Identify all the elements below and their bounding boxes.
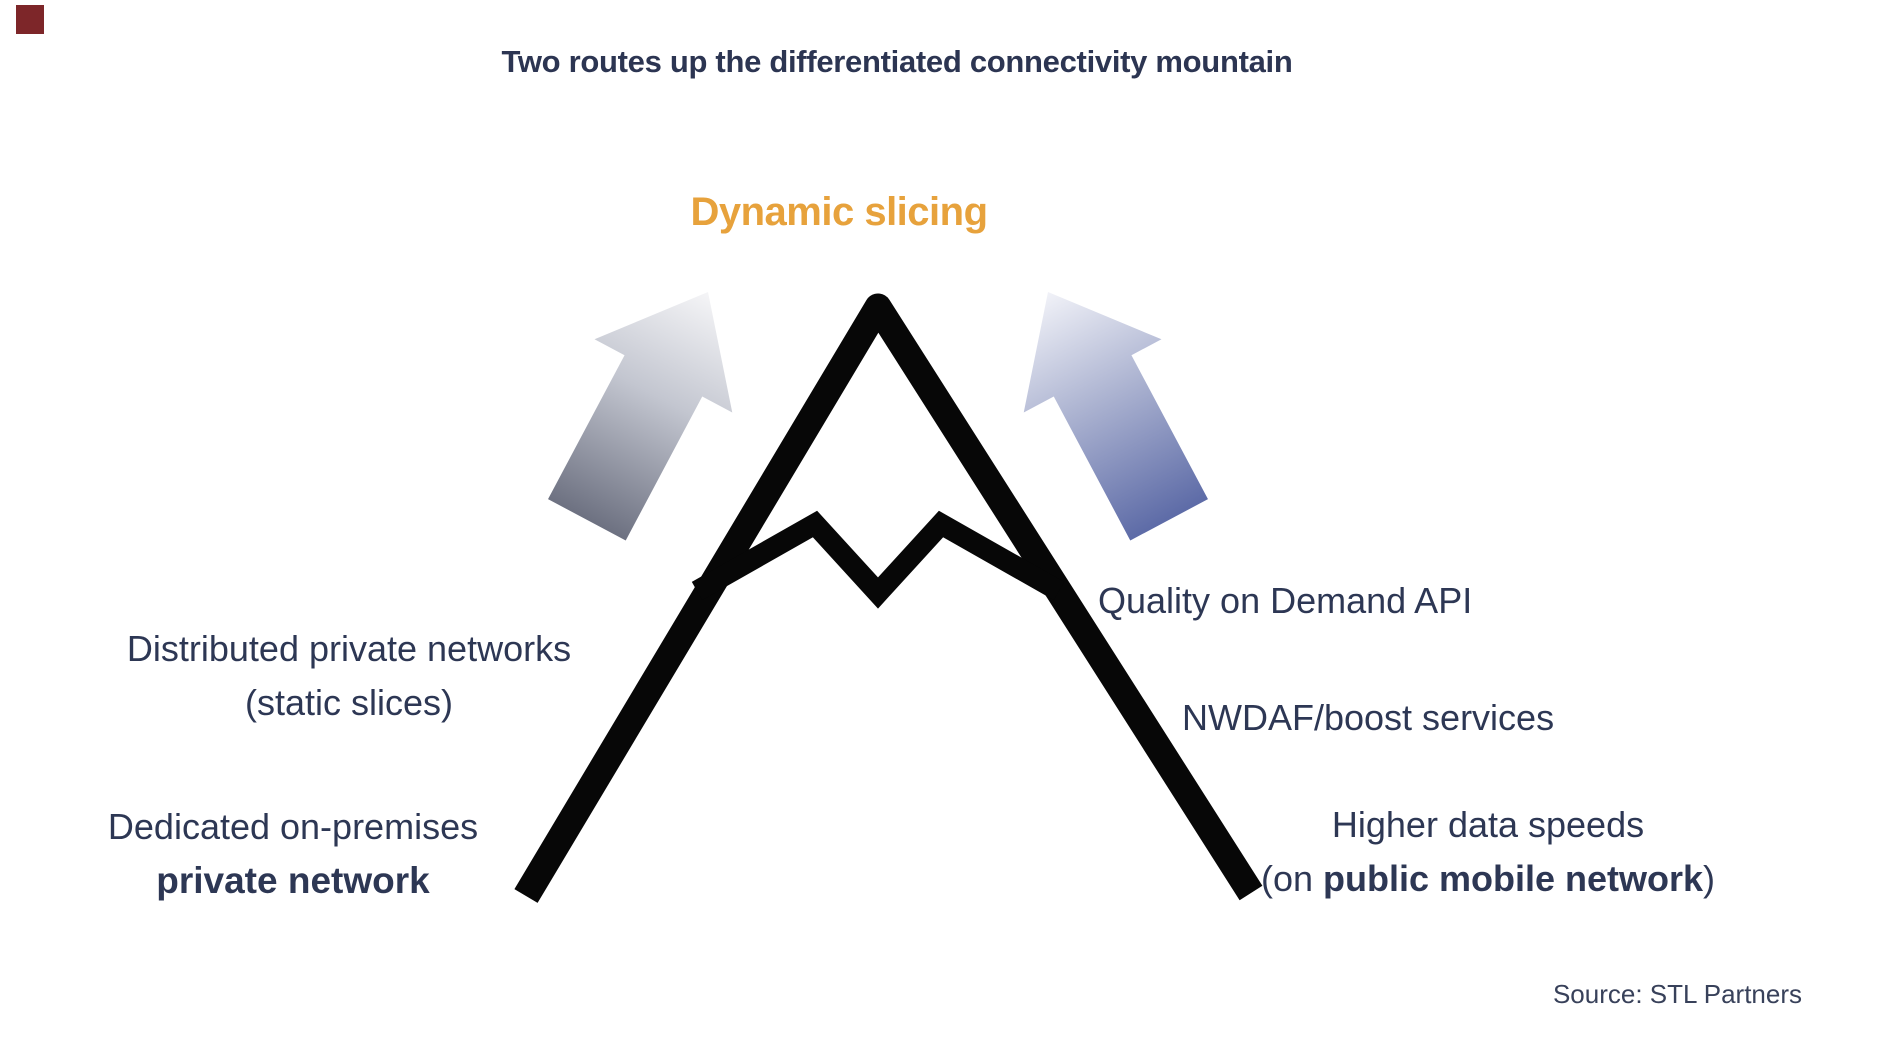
right-route-arrow-icon [1023, 292, 1208, 541]
left-route-mid-label: Distributed private networks (static sli… [127, 622, 571, 730]
left-route-base-label-line1: Dedicated on-premises [107, 806, 479, 847]
left-route-arrow-icon [548, 292, 733, 541]
peak-label-dynamic-slicing: Dynamic slicing [690, 190, 988, 234]
mountain-outline [514, 293, 1263, 903]
mountain-ridge [691, 510, 1065, 609]
right-route-base-label: Higher data speeds (on public mobile net… [1261, 798, 1715, 906]
right-route-upper-label: Quality on Demand API [1098, 580, 1473, 621]
left-route-mid-label-line2: (static slices) [244, 682, 454, 723]
right-route-base-label-line1: Higher data speeds [1331, 804, 1645, 845]
left-route-base-label-line2: private network [156, 860, 430, 901]
right-route-base-label-line2: (on public mobile network) [1261, 852, 1715, 906]
page-title: Two routes up the differentiated connect… [501, 44, 1293, 79]
corner-logo-mark [16, 5, 44, 34]
left-route-mid-label-line1: Distributed private networks [126, 628, 572, 669]
right-route-base-label-line2-bold: public mobile network [1323, 858, 1704, 899]
source-credit: Source: STL Partners [1552, 979, 1802, 1009]
right-route-base-label-line2-suffix: ) [1703, 858, 1716, 899]
left-route-base-label: Dedicated on-premises private network [108, 800, 478, 908]
right-route-mid-label: NWDAF/boost services [1182, 697, 1555, 738]
right-route-base-label-line2-prefix: (on [1260, 858, 1323, 899]
